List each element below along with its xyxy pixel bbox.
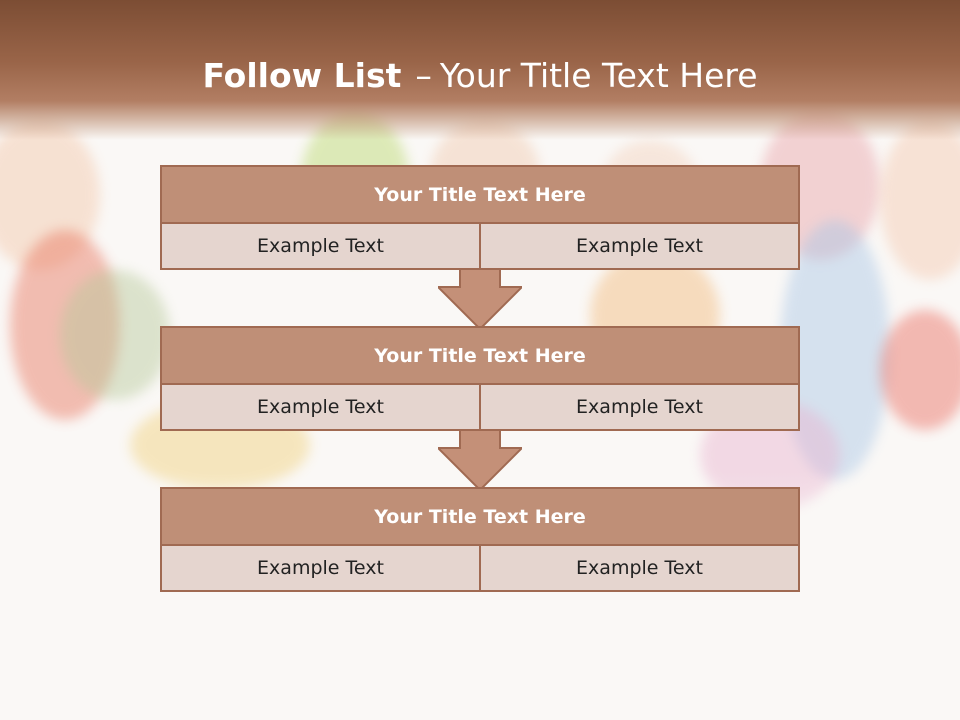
- block-3-cell-right: Example Text: [481, 546, 798, 590]
- title-dash: –: [415, 56, 432, 95]
- list-block-2: Your Title Text Here Example Text Exampl…: [160, 326, 800, 431]
- block-3-header: Your Title Text Here: [162, 489, 798, 544]
- down-arrow-2: [438, 430, 522, 492]
- title-rest: Your Title Text Here: [439, 56, 758, 95]
- block-3-cell-left: Example Text: [162, 546, 479, 590]
- block-1-cell-left: Example Text: [162, 224, 479, 268]
- slide-title: Follow List–Your Title Text Here: [0, 50, 960, 102]
- block-2-cell-right: Example Text: [481, 385, 798, 429]
- list-block-1: Your Title Text Here Example Text Exampl…: [160, 165, 800, 270]
- block-2-cell-left: Example Text: [162, 385, 479, 429]
- title-bold-part: Follow List: [202, 56, 402, 95]
- list-block-3: Your Title Text Here Example Text Exampl…: [160, 487, 800, 592]
- title-band: [0, 0, 960, 140]
- block-2-header: Your Title Text Here: [162, 328, 798, 383]
- block-1-header: Your Title Text Here: [162, 167, 798, 222]
- block-1-cell-right: Example Text: [481, 224, 798, 268]
- down-arrow-1: [438, 269, 522, 331]
